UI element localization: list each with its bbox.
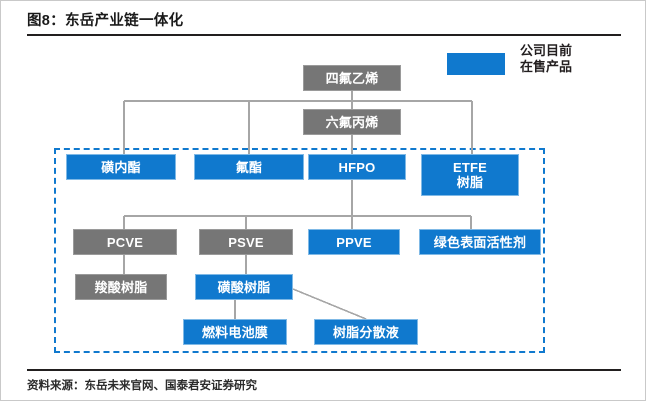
- legend-label-line1: 公司目前: [520, 43, 573, 58]
- node-label: 磺酸树脂: [217, 279, 271, 295]
- node-carboxylic-acid-resin[interactable]: 羧酸树脂: [75, 274, 167, 300]
- node-fuel-cell-membrane[interactable]: 燃料电池膜: [183, 319, 287, 345]
- node-label: 羧酸树脂: [94, 279, 148, 295]
- node-tetrafluoroethylene[interactable]: 四氟乙烯: [303, 65, 401, 91]
- node-resin-dispersion[interactable]: 树脂分散液: [314, 319, 418, 345]
- node-label: 绿色表面活性剂: [433, 234, 527, 250]
- source-note: 资料来源：东岳未来官网、国泰君安证券研究: [27, 380, 257, 392]
- node-label: PPVE: [336, 234, 372, 250]
- node-hfpo[interactable]: HFPO: [308, 154, 406, 180]
- node-ppve[interactable]: PPVE: [308, 229, 400, 255]
- node-label: 六氟丙烯: [325, 114, 379, 130]
- legend-label: 公司目前 在售产品: [520, 43, 640, 75]
- node-sulfonic-acid-resin[interactable]: 磺酸树脂: [195, 274, 293, 300]
- legend-color-swatch: [447, 53, 505, 75]
- footer-divider: [27, 369, 621, 371]
- header-divider: [27, 34, 621, 36]
- node-label-line1: ETFE: [452, 160, 488, 175]
- node-label: 磺内酯: [101, 159, 141, 175]
- current-products-region: [54, 148, 545, 353]
- node-label: PCVE: [106, 234, 144, 250]
- node-label: HFPO: [338, 159, 376, 175]
- node-pcve[interactable]: PCVE: [73, 229, 177, 255]
- node-label: PSVE: [228, 234, 264, 250]
- node-label-line2: 树脂: [456, 175, 484, 190]
- node-label: 树脂分散液: [332, 324, 399, 340]
- node-fluoroester[interactable]: 氟酯: [194, 154, 304, 180]
- node-label: 燃料电池膜: [201, 324, 268, 340]
- node-hexafluoropropylene[interactable]: 六氟丙烯: [303, 109, 401, 135]
- node-etfe-resin[interactable]: ETFE 树脂: [421, 154, 519, 196]
- node-label: 四氟乙烯: [325, 70, 379, 86]
- legend-label-line2: 在售产品: [520, 59, 573, 74]
- figure-title: 图8：东岳产业链一体化: [27, 13, 184, 29]
- node-sultone[interactable]: 磺内酯: [66, 154, 176, 180]
- node-label: ETFE 树脂: [451, 160, 489, 190]
- node-green-surfactant[interactable]: 绿色表面活性剂: [419, 229, 541, 255]
- node-psve[interactable]: PSVE: [199, 229, 293, 255]
- node-label: 氟酯: [235, 159, 263, 175]
